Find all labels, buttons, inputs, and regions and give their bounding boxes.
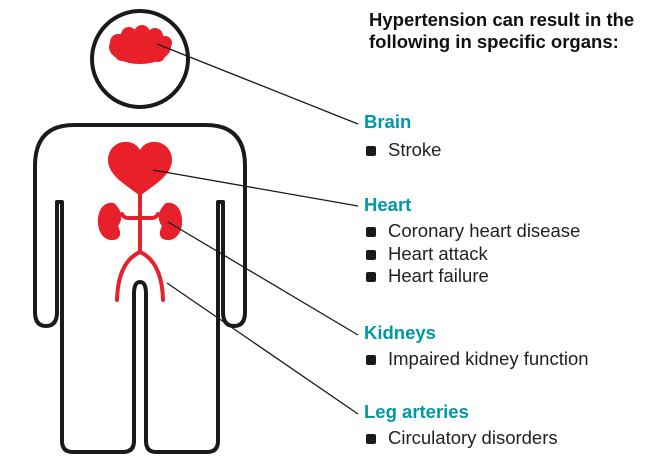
bullet-icon xyxy=(366,434,376,444)
group-title-brain: Brain xyxy=(364,111,411,133)
leader-line-heart xyxy=(153,170,358,206)
group-list-brain: Stroke xyxy=(364,139,441,162)
leader-line-kidneys xyxy=(168,222,358,335)
list-item-label: Coronary heart disease xyxy=(388,220,580,241)
leader-line-leg-arteries xyxy=(167,283,358,414)
list-item: Circulatory disorders xyxy=(364,427,558,450)
list-item: Impaired kidney function xyxy=(364,348,589,371)
list-item: Heart attack xyxy=(364,243,580,266)
bullet-icon xyxy=(366,227,376,237)
group-title-leg-arteries: Leg arteries xyxy=(364,401,469,423)
list-item-label: Circulatory disorders xyxy=(388,427,558,448)
list-item: Stroke xyxy=(364,139,441,162)
list-item-label: Heart failure xyxy=(388,265,489,286)
brain-icon xyxy=(109,25,172,64)
group-title-kidneys: Kidneys xyxy=(364,322,436,344)
group-list-leg-arteries: Circulatory disorders xyxy=(364,427,558,450)
bullet-icon xyxy=(366,355,376,365)
intro-text: Hypertension can result in the following… xyxy=(369,9,654,53)
group-list-kidneys: Impaired kidney function xyxy=(364,348,589,371)
list-item: Heart failure xyxy=(364,265,580,288)
leader-lines xyxy=(153,44,358,414)
bullet-icon xyxy=(366,272,376,282)
group-title-heart: Heart xyxy=(364,194,411,216)
heart-icon xyxy=(108,142,172,196)
leader-line-brain xyxy=(157,44,358,124)
bullet-icon xyxy=(366,250,376,260)
bullet-icon xyxy=(366,146,376,156)
list-item: Coronary heart disease xyxy=(364,220,580,243)
list-item-label: Stroke xyxy=(388,139,441,160)
group-list-heart: Coronary heart disease Heart attack Hear… xyxy=(364,220,580,288)
list-item-label: Impaired kidney function xyxy=(388,348,589,369)
list-item-label: Heart attack xyxy=(388,243,488,264)
